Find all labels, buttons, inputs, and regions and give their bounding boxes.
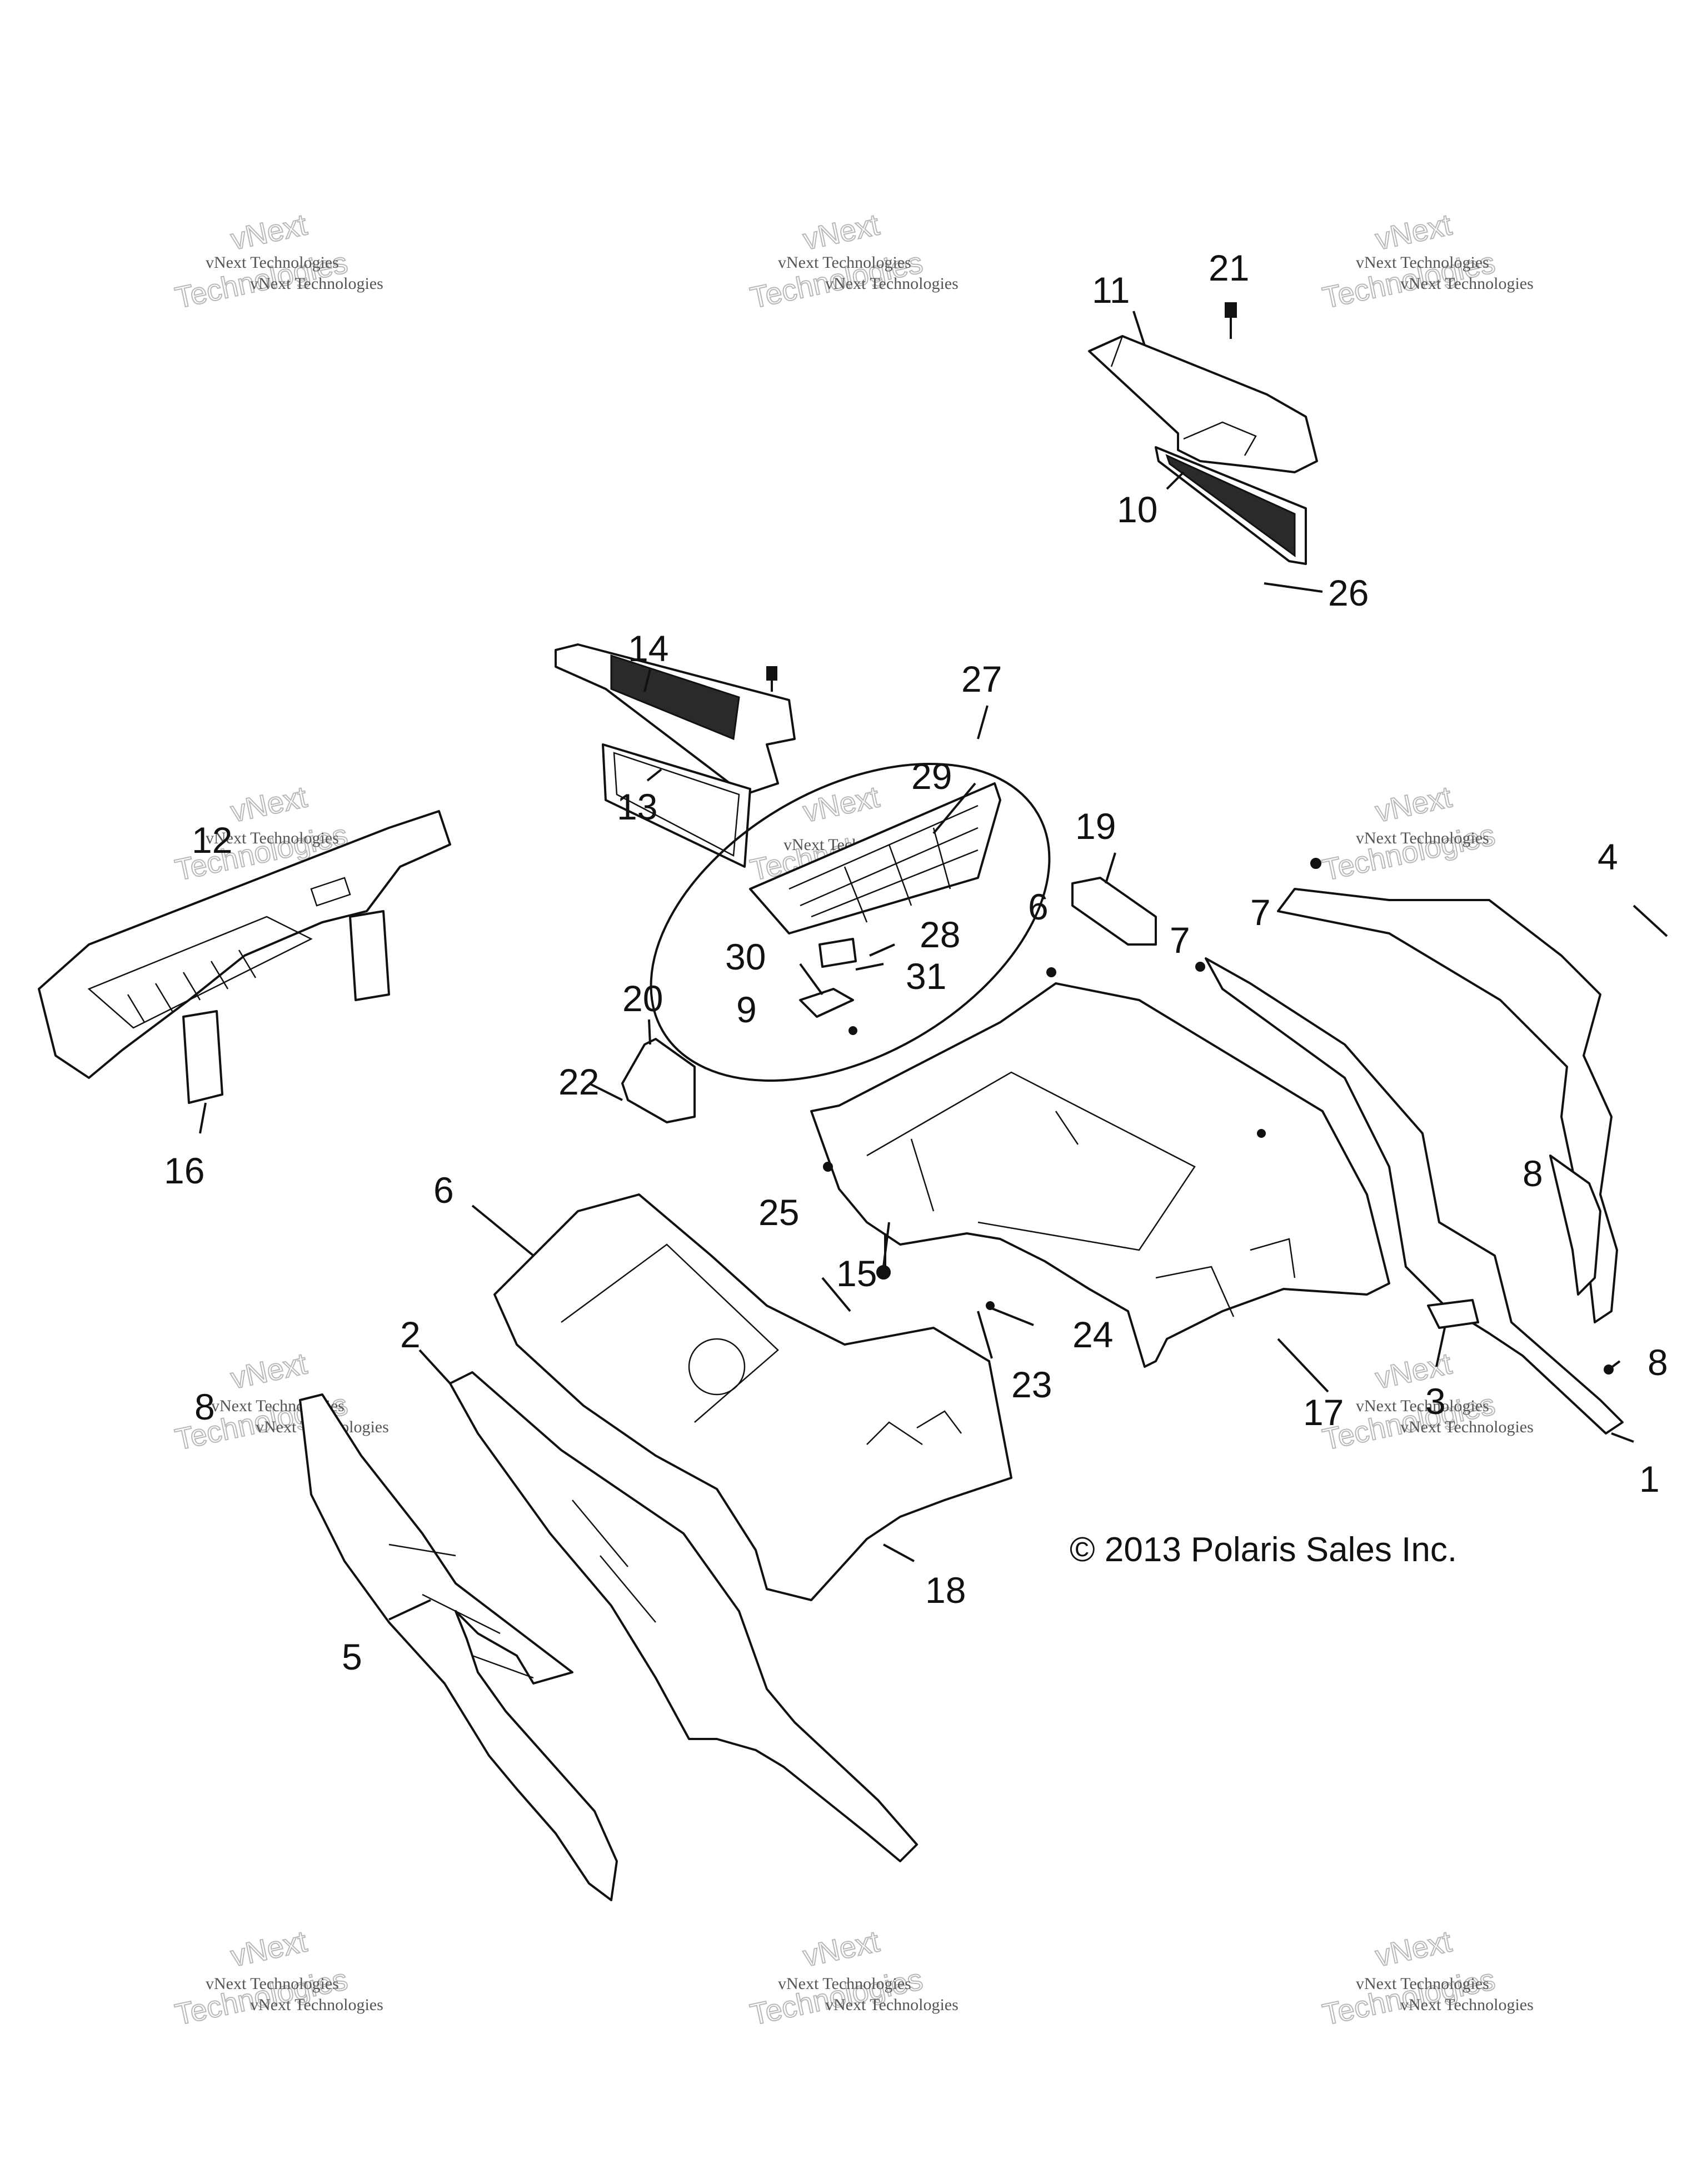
callout-2: 2 xyxy=(400,1314,421,1355)
fastener-21 xyxy=(1225,302,1237,339)
watermark-mid-right: vNext Technologies vNext Technologies xyxy=(1319,779,1499,887)
svg-text:vNext Technologies: vNext Technologies xyxy=(1400,274,1534,293)
svg-text:vNext Technologies: vNext Technologies xyxy=(1400,1996,1534,2014)
callout-6a: 6 xyxy=(1028,886,1049,927)
part-12-dash xyxy=(38,810,451,1079)
callout-15: 15 xyxy=(836,1253,877,1294)
callout-7b: 7 xyxy=(1170,919,1190,961)
svg-text:vNext Technologies: vNext Technologies xyxy=(206,1975,339,1993)
callout-8a: 8 xyxy=(1523,1153,1543,1194)
callout-28: 28 xyxy=(920,914,960,955)
callout-12: 12 xyxy=(192,819,232,861)
callout-11: 11 xyxy=(1092,269,1130,311)
callout-labels: 1 2 3 4 5 6 6 7 7 8 8 8 9 10 11 12 13 14… xyxy=(164,247,1668,1677)
callout-31: 31 xyxy=(906,956,946,997)
part-5-fender xyxy=(299,1393,618,1901)
watermark-bottom-left: vNext Technologies vNext Technologies vN… xyxy=(172,1924,383,2032)
svg-text:vNext Technologies: vNext Technologies xyxy=(1356,1397,1489,1415)
watermark-top-center: vNext Technologies vNext Technologies vN… xyxy=(747,207,959,315)
svg-text:vNext Technologies: vNext Technologies xyxy=(778,1975,911,1993)
part-18-front-tub xyxy=(493,1193,1012,1601)
svg-text:vNext: vNext xyxy=(228,1925,310,1973)
callout-30: 30 xyxy=(725,936,766,977)
leader-lines xyxy=(199,311,1668,1621)
svg-text:vNext: vNext xyxy=(800,208,882,256)
callout-8b: 8 xyxy=(1648,1342,1668,1383)
callout-7a: 7 xyxy=(1250,892,1271,933)
svg-text:vNext: vNext xyxy=(228,780,310,828)
callout-19: 19 xyxy=(1075,806,1116,847)
svg-text:vNext Technologies: vNext Technologies xyxy=(206,829,339,847)
svg-text:vNext: vNext xyxy=(800,780,882,828)
callout-1: 1 xyxy=(1639,1458,1660,1500)
svg-text:vNext Technologies: vNext Technologies xyxy=(778,253,911,272)
callout-21: 21 xyxy=(1209,247,1249,288)
part-3-bracket xyxy=(1427,1299,1479,1329)
callout-8c: 8 xyxy=(194,1386,215,1427)
callout-3: 3 xyxy=(1425,1381,1446,1422)
watermark-bottom-right: vNext Technologies vNext Technologies vN… xyxy=(1319,1924,1534,2032)
callout-6b: 6 xyxy=(433,1170,454,1211)
watermark-top-right: vNext Technologies vNext Technologies vN… xyxy=(1319,207,1534,315)
callout-13: 13 xyxy=(617,786,657,827)
callout-22: 22 xyxy=(558,1061,599,1102)
part-30-plate xyxy=(799,988,854,1018)
callout-5: 5 xyxy=(342,1636,362,1677)
part-29-panel xyxy=(749,782,1001,934)
part-17-rear-tub xyxy=(810,982,1390,1368)
svg-text:vNext Technologies: vNext Technologies xyxy=(1356,1975,1489,1993)
callout-18: 18 xyxy=(925,1570,966,1611)
svg-text:vNext Technologies: vNext Technologies xyxy=(250,274,383,293)
part-14-grille-cover xyxy=(555,643,796,796)
part-1-side-rail xyxy=(1205,957,1624,1435)
fastener-14 xyxy=(766,666,777,692)
callout-17: 17 xyxy=(1303,1392,1344,1433)
svg-text:vNext: vNext xyxy=(1372,780,1455,828)
part-13-grille xyxy=(602,743,751,868)
watermark-bottom-center: vNext Technologies vNext Technologies vN… xyxy=(747,1924,959,2032)
svg-text:vNext Technologies: vNext Technologies xyxy=(1356,253,1489,272)
part-16-bracket xyxy=(182,910,390,1104)
part-10-grille xyxy=(1155,446,1307,565)
svg-text:vNext Technologies: vNext Technologies xyxy=(825,274,959,293)
callout-20: 20 xyxy=(622,978,663,1019)
part-8-flap-right xyxy=(1549,1155,1601,1296)
svg-text:vNext Technologies: vNext Technologies xyxy=(825,1996,959,2014)
svg-text:vNext: vNext xyxy=(1372,1925,1455,1973)
part-11-cover xyxy=(1088,335,1318,473)
callout-27: 27 xyxy=(961,658,1002,699)
part-4-fender xyxy=(1277,888,1618,1323)
callout-26: 26 xyxy=(1328,572,1369,613)
part-2-side-rail xyxy=(449,1371,918,1862)
part-27-group-outline xyxy=(650,763,1051,1082)
callout-23: 23 xyxy=(1011,1364,1052,1405)
callout-4: 4 xyxy=(1598,836,1618,877)
watermark-top-left: vNext Technologies vNext Technologies vN… xyxy=(172,207,383,315)
callout-9: 9 xyxy=(736,989,757,1030)
part-20-bracket xyxy=(621,1038,696,1123)
svg-text:vNext Technologies: vNext Technologies xyxy=(206,253,339,272)
copyright-text: © 2013 Polaris Sales Inc. xyxy=(1070,1531,1457,1569)
svg-text:vNext: vNext xyxy=(228,208,310,256)
callout-29: 29 xyxy=(911,756,952,797)
svg-text:vNext Technologies: vNext Technologies xyxy=(1400,1418,1534,1436)
part-28-latch xyxy=(818,938,857,968)
callout-16: 16 xyxy=(164,1150,204,1191)
callout-10: 10 xyxy=(1117,489,1157,530)
part-19-bracket xyxy=(1071,877,1157,946)
callout-14: 14 xyxy=(628,628,668,669)
svg-text:vNext: vNext xyxy=(800,1925,882,1973)
svg-text:vNext Technologies: vNext Technologies xyxy=(250,1996,383,2014)
svg-text:vNext: vNext xyxy=(228,1347,310,1395)
callout-24: 24 xyxy=(1072,1314,1113,1355)
callout-25: 25 xyxy=(758,1192,799,1233)
svg-text:vNext Technologies: vNext Technologies xyxy=(1356,829,1489,847)
svg-text:vNext: vNext xyxy=(1372,208,1455,256)
